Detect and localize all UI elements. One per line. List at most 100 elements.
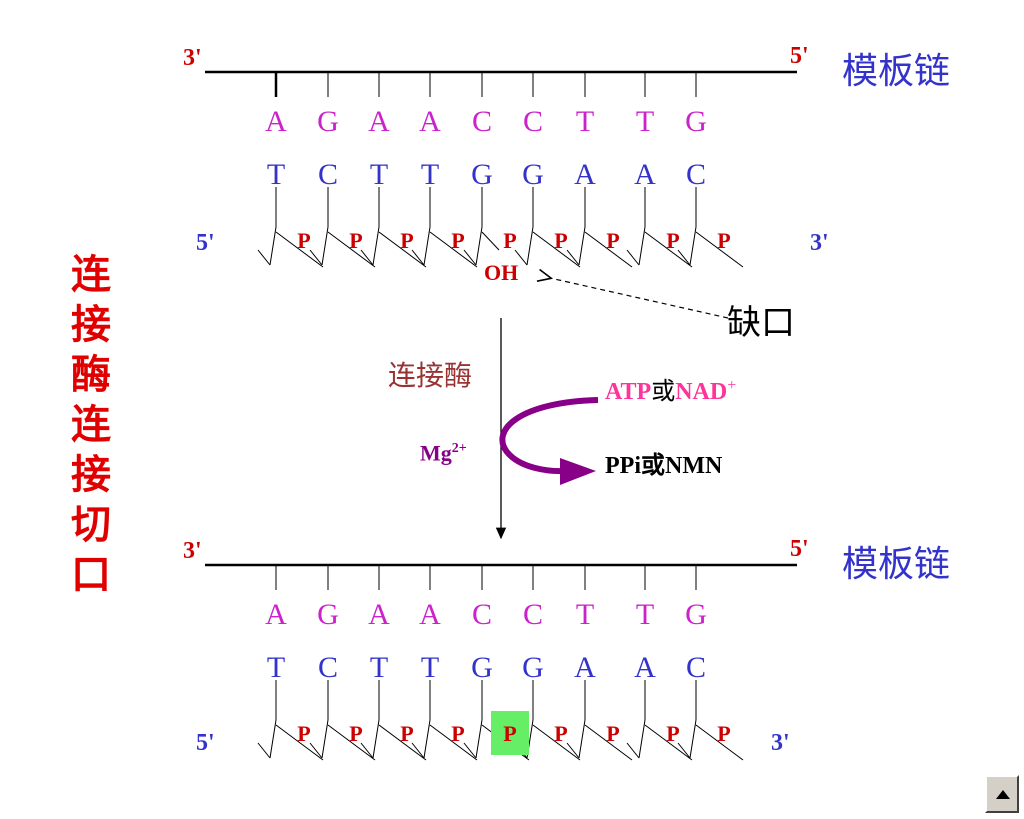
phosphodiester-link	[275, 231, 324, 268]
title-char: 接	[71, 452, 111, 498]
nick-end	[481, 231, 500, 251]
template-base: T	[576, 598, 594, 631]
top-template-3prime: 3'	[183, 45, 202, 71]
sugar-foot	[360, 249, 374, 266]
magnesium-symbol: Mg	[420, 440, 452, 466]
sugar-foot	[411, 742, 425, 759]
complement-base: T	[421, 158, 439, 191]
template-base: C	[472, 598, 492, 631]
sugar-rise	[423, 719, 431, 759]
sugar-rise	[578, 719, 586, 759]
phosphate-label: P	[297, 721, 310, 746]
sugar-rise	[638, 226, 646, 266]
sugar-rise	[321, 719, 329, 759]
template-base: G	[317, 598, 339, 631]
phosphodiester-link	[644, 231, 693, 268]
complement-base: A	[634, 158, 656, 191]
phosphate-label: P	[554, 721, 567, 746]
phosphate-label: P	[554, 228, 567, 253]
top-strand-3prime: 3'	[810, 230, 829, 256]
phosphate-label: P	[400, 228, 413, 253]
phosphate-label: P	[606, 228, 619, 253]
template-base: A	[368, 105, 390, 138]
template-base: A	[419, 105, 441, 138]
bottom-template-5prime: 5'	[790, 536, 809, 562]
sugar-foot	[360, 742, 374, 759]
cofactor-arrowhead	[560, 458, 596, 485]
phosphodiester-link	[695, 231, 744, 268]
title-char: 连	[71, 402, 111, 448]
template-base: G	[685, 105, 707, 138]
phosphodiester-link	[429, 724, 478, 761]
sugar-foot	[463, 249, 477, 266]
template-base: T	[636, 105, 654, 138]
template-base: C	[523, 105, 543, 138]
complement-base: C	[318, 158, 338, 191]
phosphate-label: P	[349, 228, 362, 253]
complement-base: C	[686, 651, 706, 684]
title-char: 切	[71, 502, 111, 548]
phosphate-label: P	[503, 721, 516, 746]
phosphodiester-link	[429, 231, 478, 268]
sugar-rise	[475, 719, 483, 759]
complement-base: A	[634, 651, 656, 684]
phosphate-label: P	[451, 721, 464, 746]
template-base: A	[265, 598, 287, 631]
phosphate-label: P	[666, 721, 679, 746]
phosphodiester-link	[378, 724, 427, 761]
phosphate-label: P	[297, 228, 310, 253]
phosphate-label: P	[451, 228, 464, 253]
phosphate-label: P	[666, 228, 679, 253]
sugar-rise	[689, 719, 697, 759]
bottom-strand-3prime: 3'	[771, 730, 790, 756]
ligase-label: 连接酶	[388, 359, 473, 392]
complement-base: G	[522, 651, 544, 684]
magnesium-label: Mg2+	[420, 442, 467, 464]
top-template-label: 模板链	[842, 51, 951, 92]
sugar-foot	[566, 742, 580, 759]
sugar-foot	[257, 249, 271, 266]
nad-label: NAD	[675, 379, 728, 405]
sugar-foot	[309, 249, 323, 266]
phosphate-label: P	[717, 721, 730, 746]
template-base: G	[317, 105, 339, 138]
atp-label: ATP	[605, 379, 652, 405]
sealed-bond-highlight	[491, 711, 529, 755]
sugar-foot	[677, 742, 691, 759]
sugar-foot	[514, 249, 528, 266]
phosphate-label: P	[606, 721, 619, 746]
phosphodiester-link	[695, 724, 744, 761]
phosphodiester-link	[327, 724, 376, 761]
top-strand-5prime: 5'	[196, 230, 215, 256]
sugar-rise	[269, 719, 277, 759]
phosphate-label: P	[349, 721, 362, 746]
magnesium-charge: 2+	[451, 441, 467, 456]
bottom-template-3prime: 3'	[183, 538, 202, 564]
template-base: C	[523, 598, 543, 631]
title-char: 接	[71, 302, 111, 348]
phosphodiester-link	[532, 231, 581, 268]
sugar-foot	[626, 742, 640, 759]
phosphate-label: P	[717, 228, 730, 253]
sugar-rise	[372, 719, 380, 759]
template-base: T	[576, 105, 594, 138]
template-base: A	[419, 598, 441, 631]
complement-base: T	[421, 651, 439, 684]
complement-base: T	[267, 158, 285, 191]
complement-base: G	[471, 651, 493, 684]
phosphodiester-link	[532, 724, 581, 761]
sugar-foot	[677, 249, 691, 266]
complement-base: C	[686, 158, 706, 191]
title-char: 口	[71, 552, 111, 598]
up-arrow-icon	[996, 790, 1010, 799]
top-template-5prime: 5'	[790, 43, 809, 69]
sugar-foot	[626, 249, 640, 266]
sugar-rise	[372, 226, 380, 266]
sugar-foot	[309, 742, 323, 759]
phosphodiester-link	[644, 724, 693, 761]
complement-base: T	[267, 651, 285, 684]
sugar-rise	[526, 226, 534, 266]
scroll-up-button[interactable]	[985, 775, 1019, 813]
cofactor-label: ATP或NAD+	[605, 378, 736, 405]
template-base: G	[685, 598, 707, 631]
